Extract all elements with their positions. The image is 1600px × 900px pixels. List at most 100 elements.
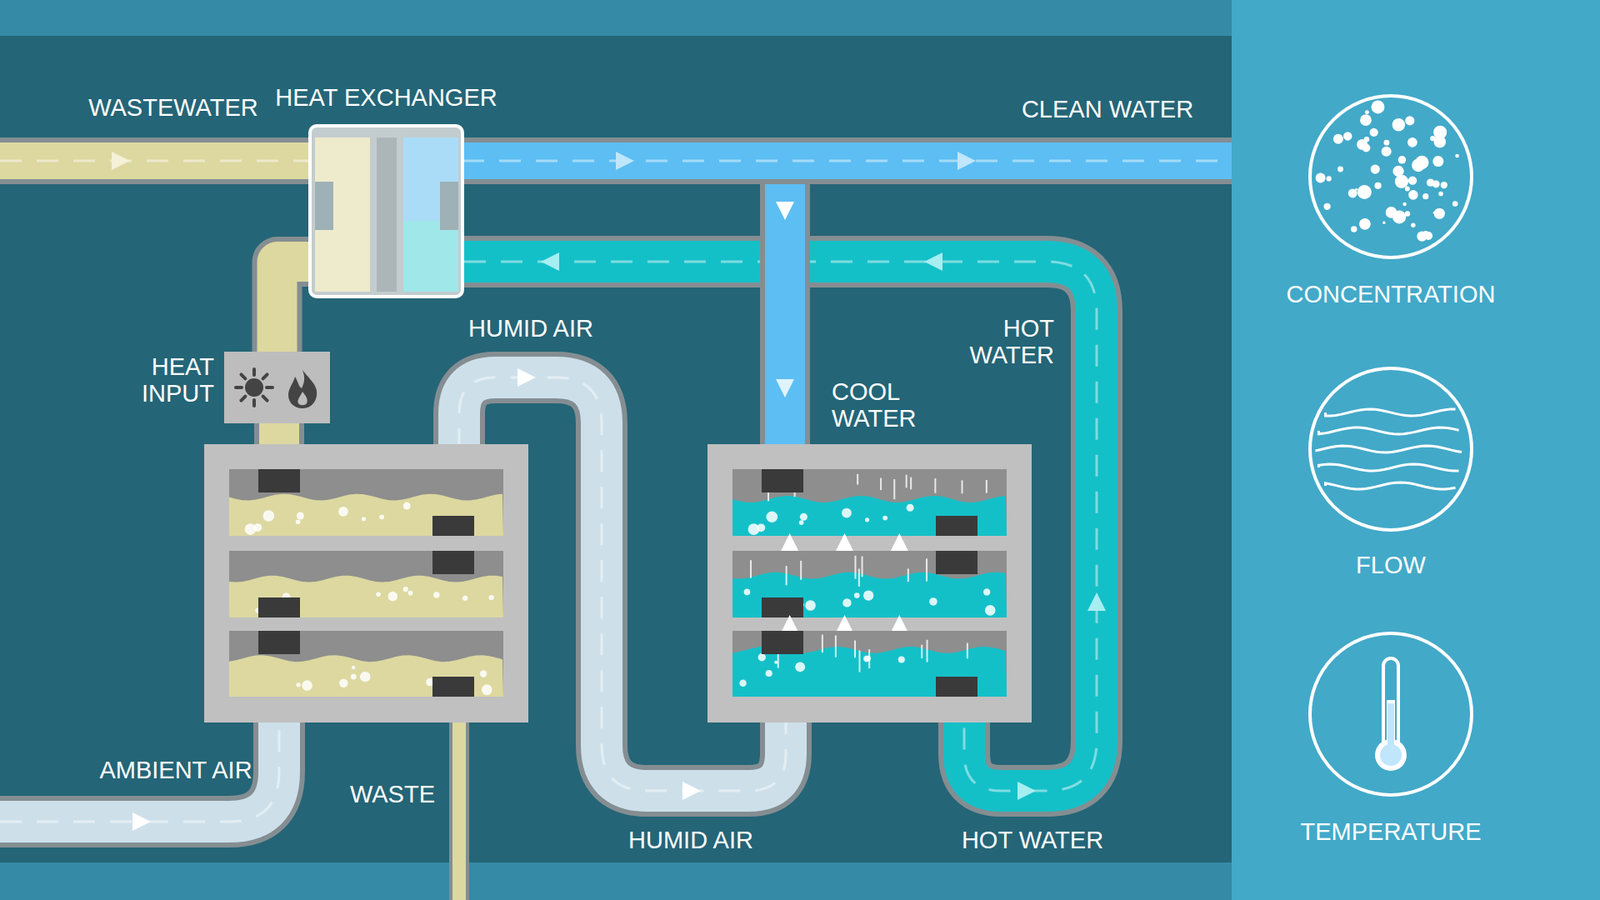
art-shape xyxy=(252,369,256,375)
art-shape xyxy=(408,590,414,596)
art-shape xyxy=(744,589,751,596)
heat-exchanger-body xyxy=(311,127,461,295)
art-shape xyxy=(311,127,461,295)
art-shape xyxy=(229,655,504,697)
flow-label: HUMID AIR xyxy=(468,315,594,342)
art-shape xyxy=(785,565,788,585)
flow-arrow xyxy=(132,812,151,831)
art-shape xyxy=(462,160,1232,163)
flow-arrow xyxy=(1017,781,1036,800)
flow-label: CLEAN WATER xyxy=(1021,95,1194,123)
particle xyxy=(1408,190,1419,200)
particle xyxy=(1343,131,1352,140)
particle xyxy=(1434,208,1445,220)
art-shape xyxy=(263,396,268,401)
particle xyxy=(1407,137,1418,148)
art-shape xyxy=(898,656,905,664)
particle xyxy=(1392,118,1405,131)
art-shape xyxy=(338,506,349,517)
art-shape xyxy=(854,640,856,659)
particle xyxy=(1438,191,1444,197)
art-shape xyxy=(0,716,280,822)
art-shape xyxy=(732,630,1007,697)
particle xyxy=(1432,155,1444,167)
art-shape xyxy=(462,595,468,601)
flow-label: WASTE xyxy=(350,780,435,808)
particle xyxy=(1337,166,1344,173)
art-shape xyxy=(905,475,908,489)
heat-exchanger-box: HEAT EXCHANGER xyxy=(308,124,465,299)
art-shape xyxy=(766,511,779,524)
art-shape xyxy=(245,523,257,535)
art-shape xyxy=(910,477,912,490)
particle xyxy=(1333,134,1344,145)
art-shape xyxy=(841,508,852,519)
art-shape xyxy=(462,137,1232,185)
art-shape xyxy=(301,680,313,691)
particle xyxy=(1370,165,1380,175)
art-shape xyxy=(920,645,923,659)
art-shape xyxy=(297,391,307,405)
particle xyxy=(1452,200,1459,207)
art-shape xyxy=(1387,703,1395,754)
particle xyxy=(1381,146,1392,157)
flow-arrow xyxy=(615,151,635,170)
art-shape xyxy=(760,160,810,450)
art-shape xyxy=(266,385,273,390)
humidifier-unit xyxy=(204,444,529,723)
node-label: HEAT EXCHANGER xyxy=(275,84,497,111)
art-shape xyxy=(0,716,280,822)
top-band xyxy=(0,0,1232,36)
art-shape xyxy=(934,478,936,494)
flow-arrow xyxy=(957,151,976,170)
art-shape xyxy=(240,396,245,401)
art-shape xyxy=(854,592,860,599)
art-shape xyxy=(258,469,300,493)
flow-arrow xyxy=(775,379,795,398)
art-shape xyxy=(985,480,988,494)
art-shape xyxy=(0,716,280,822)
legend-ring xyxy=(1310,95,1472,258)
art-shape xyxy=(907,568,910,582)
art-shape xyxy=(821,635,824,654)
art-shape xyxy=(360,671,370,682)
particle xyxy=(1405,186,1410,192)
clean-water-pipe xyxy=(462,160,1232,162)
dehumidifier-unit xyxy=(707,444,1032,723)
art-shape xyxy=(800,513,808,521)
art-shape xyxy=(935,676,978,697)
art-shape xyxy=(229,469,504,536)
flow-wave xyxy=(1316,445,1462,453)
particle xyxy=(1405,210,1410,216)
particle xyxy=(1361,144,1370,153)
art-shape xyxy=(433,591,440,599)
art-shape xyxy=(925,558,928,581)
flow-arrow xyxy=(924,252,943,271)
particle xyxy=(1385,206,1398,219)
art-shape xyxy=(805,600,816,611)
art-shape xyxy=(432,676,475,697)
particle xyxy=(1360,114,1372,126)
legend-ring xyxy=(1310,633,1472,795)
art-shape xyxy=(0,142,310,180)
particle xyxy=(1315,173,1326,184)
art-shape xyxy=(893,479,895,500)
art-shape xyxy=(311,127,461,295)
particle xyxy=(1405,115,1415,125)
art-shape xyxy=(765,670,773,677)
art-shape xyxy=(229,494,504,536)
particle xyxy=(1384,140,1390,146)
art-shape xyxy=(432,515,475,536)
art-shape xyxy=(361,516,366,521)
flow-wave xyxy=(1325,409,1456,416)
art-shape xyxy=(258,630,300,655)
art-shape xyxy=(739,679,747,687)
ambient-air-pipe xyxy=(0,716,280,822)
art-shape xyxy=(750,560,752,578)
flow-wave xyxy=(1319,427,1460,435)
art-shape xyxy=(961,480,964,494)
legend-icons xyxy=(1310,95,1472,795)
particle xyxy=(1326,175,1332,181)
legend-label: CONCENTRATION xyxy=(1286,280,1496,308)
